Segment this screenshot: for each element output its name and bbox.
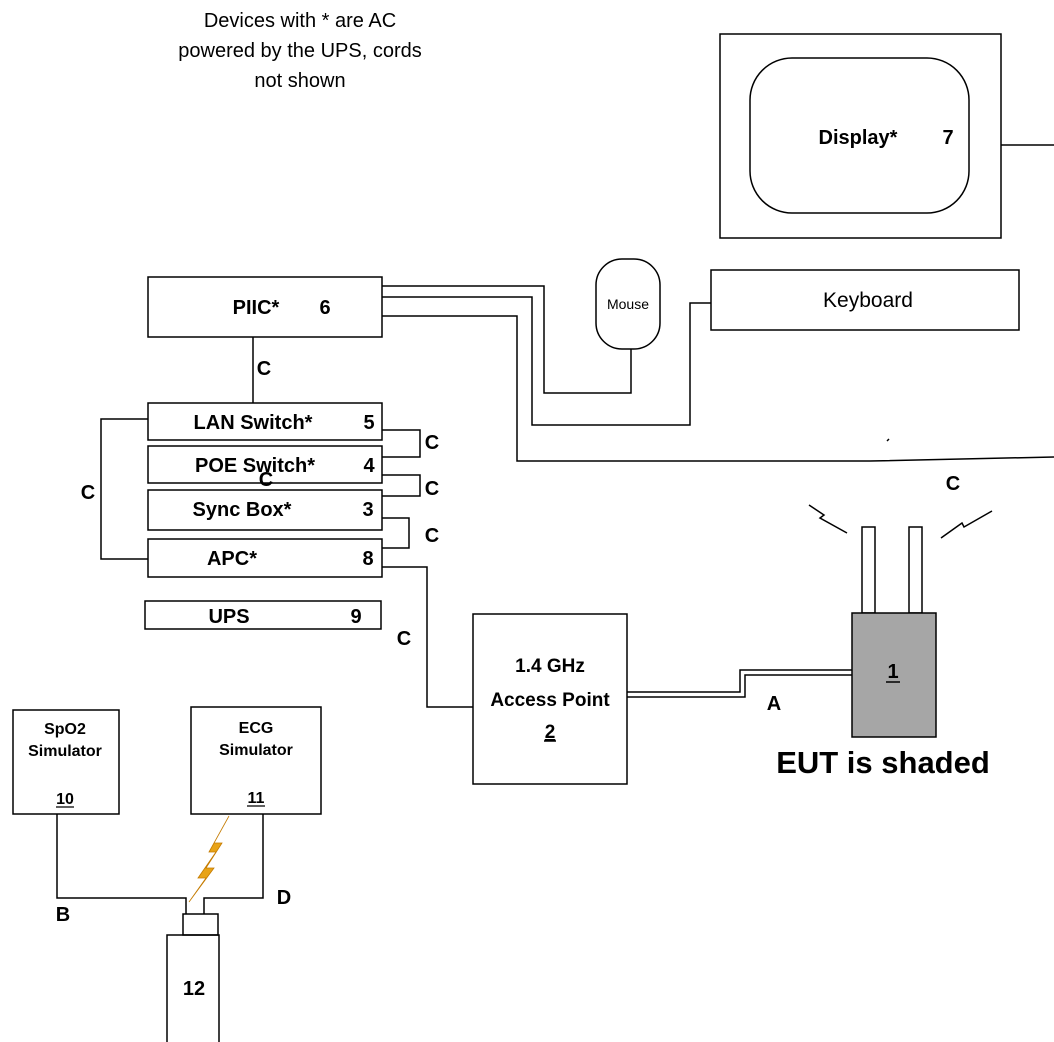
ap-eut-cable-label: A [767,693,781,715]
poe-sync-cable-label: C [425,478,439,500]
patient-device-body [166,934,220,1042]
stray-mark [886,438,890,442]
apc-device: APC* 8 [147,538,383,578]
note-line-2: powered by the UPS, cords [178,40,421,62]
access-point-line-2: Access Point [490,690,610,711]
eut-number: 1 [887,661,898,683]
keyboard-box [710,269,1020,331]
spo2-simulator-number: 10 [56,791,74,808]
ecg-cable-label: D [277,887,291,909]
sync-box-label: Sync Box* [193,499,292,521]
sync-apc-cable-label: C [425,525,439,547]
display-label: Display* [819,127,898,149]
display-device: Display* 7 [719,33,1002,239]
mouse-label: Mouse [607,296,649,312]
poe-switch-device: POE Switch* 4 [147,445,383,484]
eut-antenna-right [908,526,923,614]
eut-caption: EUT is shaded [776,745,990,780]
lan-poe-cable-label: C [425,432,439,454]
ecg-simulator-number: 11 [248,790,265,807]
ups-box [144,600,382,630]
ap-eut-cable-a [627,669,852,693]
lan-switch-box [147,402,383,441]
access-point-line-1: 1.4 GHz [515,656,585,677]
eut-device: 1 [808,504,993,738]
sync-box-box [147,489,383,531]
note-line-3: not shown [254,70,345,92]
apc-number: 8 [362,548,373,570]
ecg-simulator-device: ECG Simulator 11 [190,706,322,815]
poe-sync-cable [382,474,421,497]
ac-power-note: Devices with * are AC powered by the UPS… [178,10,421,92]
apc-access-point-cable [382,566,473,708]
ecg-simulator-line-2: Simulator [219,742,293,759]
ecg-simulator-box [190,706,322,815]
keyboard-device: Keyboard [710,269,1020,331]
ups-device: UPS 9 [144,600,382,630]
sync-box-number: 3 [362,499,373,521]
ups-number: 9 [350,606,361,628]
spo2-cable [56,814,187,914]
patient-device-12: 12 [166,913,220,1042]
piic-mouse-cable [382,285,632,394]
apc-access-point-cable-label: C [397,628,411,650]
apc-box [147,538,383,578]
ecg-simulator-line-1: ECG [239,720,274,737]
piic-label: PIIC* [233,297,280,319]
access-point-box [472,613,628,785]
access-point-device: 1.4 GHz Access Point 2 [472,613,628,785]
piic-keyboard-cable [382,296,711,426]
poe-switch-number: 4 [363,455,375,477]
eut-wireless-signal-left [808,504,848,534]
poe-switch-box [147,445,383,484]
piic-lan-cable-label: C [257,358,271,380]
access-point-number: 2 [545,722,556,743]
lan-switch-label: LAN Switch* [194,412,313,434]
lan-poe-cable [382,429,421,458]
eut-wireless-signal-right [940,510,993,539]
piic-device: PIIC* 6 [147,276,383,338]
patient-device-connector [182,913,219,936]
display-screen [749,57,970,214]
sync-box-device: Sync Box* 3 [147,489,383,531]
ecg-cable [203,814,264,914]
display-number: 7 [942,127,953,149]
spo2-simulator-line-1: SpO2 [44,721,86,738]
eut-body [851,612,937,738]
spo2-simulator-box [12,709,120,815]
poe-switch-label: POE Switch* [195,455,315,477]
spo2-simulator-line-2: Simulator [28,743,102,760]
lan-apc-loop-cable [100,418,148,560]
mouse-body [595,258,661,350]
poe-overlap-cable-label: C [259,469,273,491]
spo2-simulator-device: SpO2 Simulator 10 [12,709,120,815]
lan-switch-device: LAN Switch* 5 [147,402,383,441]
wireless-lightning-icon [188,815,230,903]
spo2-cable-label: B [56,904,70,926]
ups-label: UPS [208,606,249,628]
lan-switch-number: 5 [363,412,374,434]
lan-apc-loop-cable-label: C [81,482,95,504]
mouse-device: Mouse [595,258,661,350]
eut-antenna-left [861,526,876,614]
sync-apc-cable [382,517,410,549]
piic-right-cable [382,315,1054,462]
piic-number: 6 [319,297,330,319]
note-line-1: Devices with * are AC [204,10,396,32]
apc-label: APC* [207,548,257,570]
right-cable-label: C [946,473,960,495]
ap-eut-cable-b [627,674,852,698]
keyboard-label: Keyboard [823,289,913,312]
piic-box [147,276,383,338]
patient-device-number: 12 [183,978,205,1000]
